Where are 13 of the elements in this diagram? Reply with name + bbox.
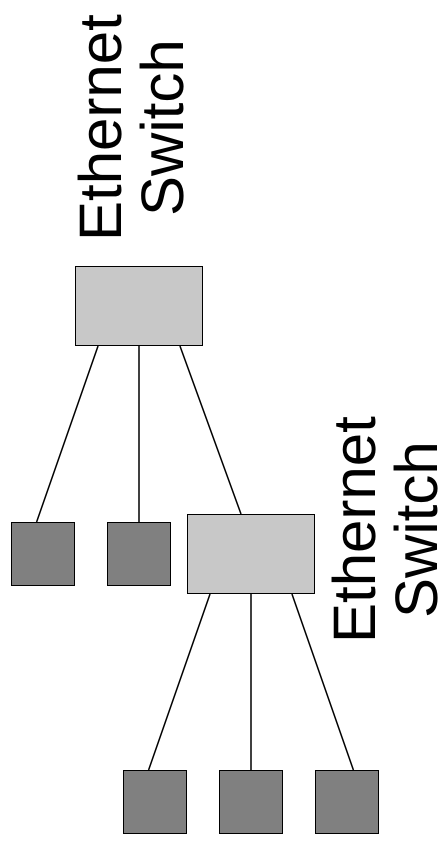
connector-line [36, 346, 99, 522]
device-box [107, 522, 171, 586]
connector-line [250, 594, 252, 770]
connector-line [179, 346, 242, 514]
device-box [123, 770, 187, 834]
device-box [219, 770, 283, 834]
connector-line [291, 594, 354, 770]
switch-label: Ethernet Switch [324, 416, 448, 646]
connector-line [138, 346, 140, 522]
device-box [11, 522, 75, 586]
connector-line [148, 594, 211, 770]
switch-label: Ethernet Switch [70, 14, 194, 244]
device-box [315, 770, 379, 834]
